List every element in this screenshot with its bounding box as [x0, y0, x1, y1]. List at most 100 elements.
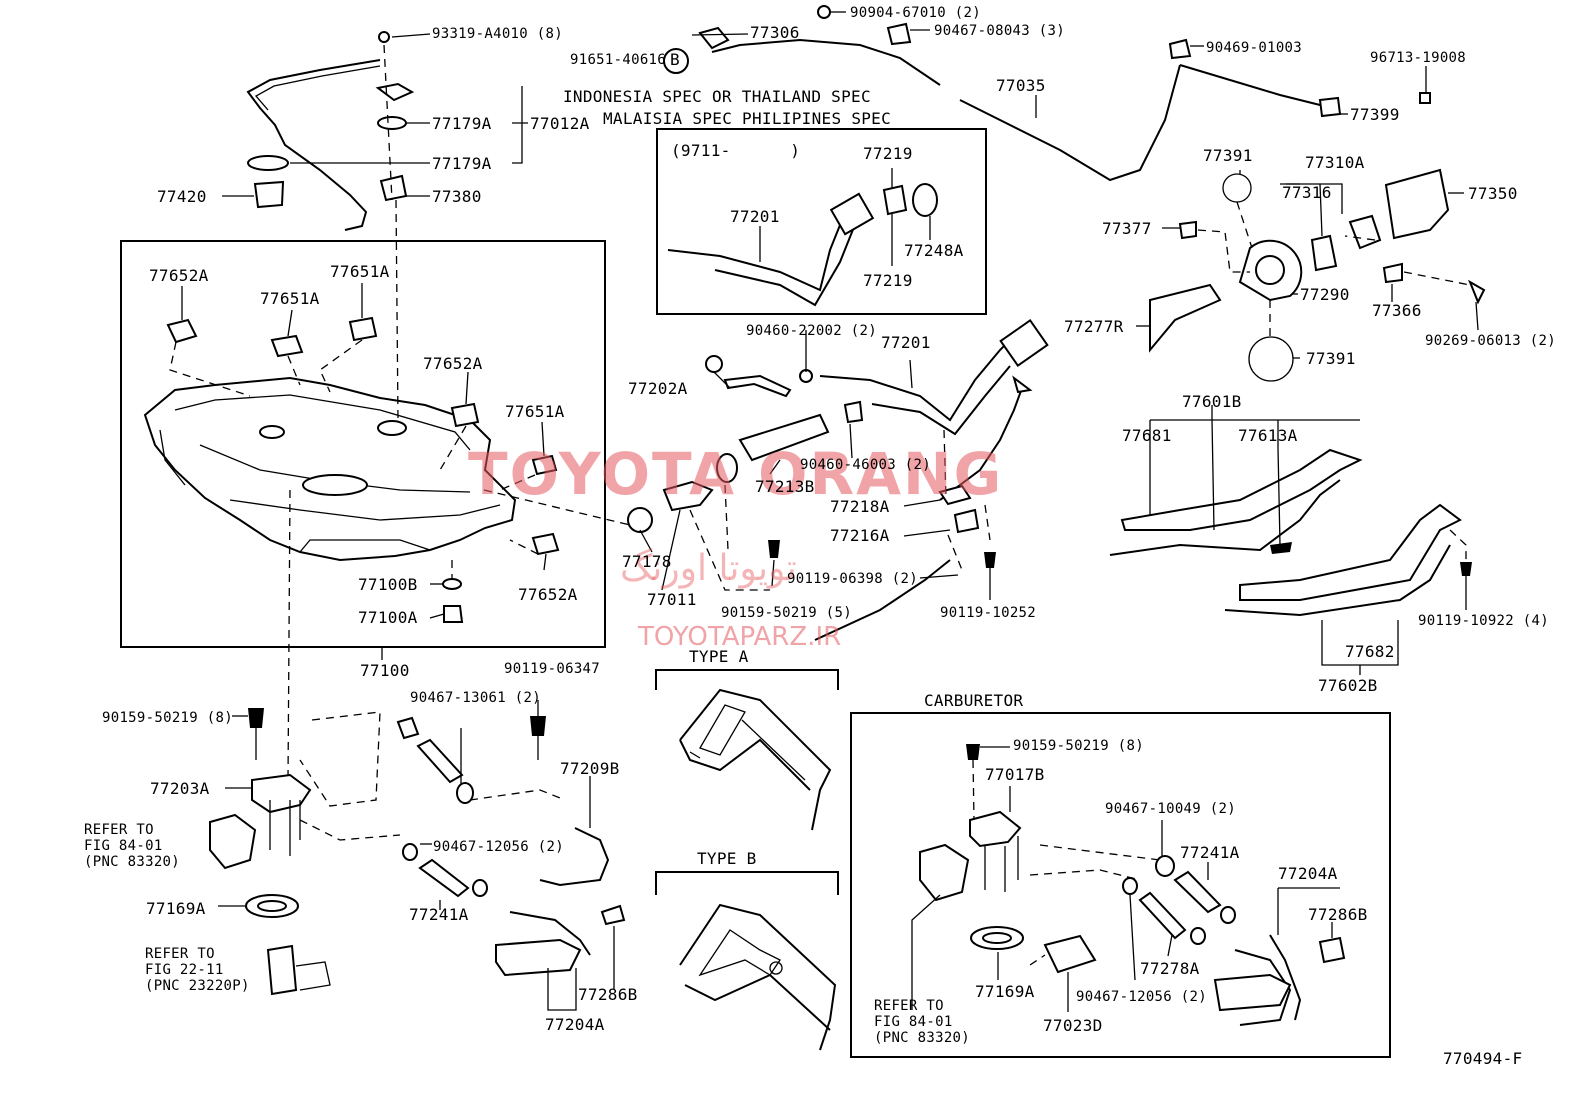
type-a-drawing: [679, 688, 832, 831]
part-label-77391: 77391: [1203, 146, 1253, 165]
part-label-77202a: 77202A: [628, 379, 688, 398]
part-label-77012a: 77012A: [530, 114, 590, 133]
part-label-90159-50219-5: 90159-50219 (5): [721, 605, 852, 621]
part-label-77652a: 77652A: [149, 266, 209, 285]
part-label-77290: 77290: [1300, 285, 1350, 304]
part-label-77613a: 77613A: [1238, 426, 1298, 445]
part-label-77209b: 77209B: [560, 759, 620, 778]
part-label-90159-50219-8: 90159-50219 (8): [1013, 738, 1144, 754]
part-label-90119-06347: 90119-06347: [504, 661, 601, 677]
callout-b-label: B: [670, 50, 680, 69]
part-label-77241a: 77241A: [409, 905, 469, 924]
dashed-leaders: [169, 44, 631, 781]
watermark-main: TOYOTA ORANG: [468, 440, 1004, 508]
part-label-77204a: 77204A: [1278, 864, 1338, 883]
part-label-77169a: 77169A: [146, 899, 206, 918]
fuel-tank-drawing: [143, 376, 517, 562]
part-label-77399: 77399: [1350, 105, 1400, 124]
refer-note-22: REFER TO FIG 22-11 (PNC 23220P): [145, 946, 250, 994]
spec-inset-filler-pipe: [667, 168, 938, 307]
part-label-93319: 93319-A4010 (8): [432, 26, 563, 42]
part-label-77316: 77316: [1282, 183, 1332, 202]
type-b-drawing: [679, 903, 837, 1051]
part-label-91651: 91651-40616: [570, 52, 667, 68]
part-label-77391: 77391: [1306, 349, 1356, 368]
part-label-77278a: 77278A: [1140, 959, 1200, 978]
part-label-77652a: 77652A: [423, 354, 483, 373]
leader-lines: [181, 33, 547, 660]
part-label-77601b: 77601B: [1182, 392, 1242, 411]
part-label-77681: 77681: [1122, 426, 1172, 445]
part-label-77023d: 77023D: [1043, 1016, 1103, 1035]
part-label-77179a: 77179A: [432, 114, 492, 133]
part-label-90467-08043: 90467-08043 (3): [934, 23, 1065, 39]
part-label-77178: 77178: [622, 552, 672, 571]
part-label-77277r: 77277R: [1064, 317, 1124, 336]
part-label-77100b: 77100B: [358, 575, 418, 594]
spec-inset-frame: [656, 128, 987, 315]
watermark-persian: تویوتا اورنگ: [620, 548, 797, 589]
part-label-90467-13061: 90467-13061 (2): [410, 690, 541, 706]
part-label-77216a: 77216A: [830, 526, 890, 545]
part-label-77100a: 77100A: [358, 608, 418, 627]
part-label-77306: 77306: [750, 23, 800, 42]
part-label-90460-46003: 90460-46003 (2): [800, 457, 931, 473]
hoses-left: [396, 700, 626, 1011]
part-label-77219: 77219: [863, 271, 913, 290]
part-label-77366: 77366: [1372, 301, 1422, 320]
part-label-77350: 77350: [1468, 184, 1518, 203]
carburetor-assembly: [911, 744, 1346, 1026]
filler-pipe-assembly: [627, 318, 1049, 641]
part-label-77100: 77100: [360, 661, 410, 680]
part-label-90467-12056: 90467-12056 (2): [1076, 989, 1207, 1005]
figure-code: 770494-F: [1443, 1049, 1523, 1068]
type-b-bracket: [655, 871, 839, 895]
part-label-77248a: 77248A: [904, 241, 964, 260]
part-label-77017b: 77017B: [985, 765, 1045, 784]
callout-b-circle: B: [663, 48, 689, 74]
part-label-90467-10049: 90467-10049 (2): [1105, 801, 1236, 817]
part-label-90904: 90904-67010 (2): [850, 5, 981, 21]
part-label-77213b: 77213B: [755, 477, 815, 496]
part-label-77682: 77682: [1345, 642, 1395, 661]
part-label-77035: 77035: [996, 76, 1046, 95]
part-label-77204a: 77204A: [545, 1015, 605, 1034]
fuel-pump-assembly-left: [209, 708, 561, 996]
part-label-77651a: 77651A: [260, 289, 320, 308]
spec-line-1: INDONESIA SPEC OR THAILAND SPEC: [563, 87, 871, 106]
part-label-77218a: 77218A: [830, 497, 890, 516]
part-label-77602b: 77602B: [1318, 676, 1378, 695]
part-label-77011: 77011: [647, 590, 697, 609]
part-label-77651a: 77651A: [505, 402, 565, 421]
date-range: (9711- ): [671, 141, 801, 160]
vent-tube-assembly: [246, 31, 415, 231]
part-label-77203a: 77203A: [150, 779, 210, 798]
watermark-site: TOYOTAPARZ.IR: [638, 622, 842, 652]
part-label-90469: 90469-01003: [1206, 40, 1303, 56]
part-label-77241a: 77241A: [1180, 843, 1240, 862]
part-label-77201: 77201: [730, 207, 780, 226]
part-label-77286b: 77286B: [578, 985, 638, 1004]
part-label-77377: 77377: [1102, 219, 1152, 238]
fuel-tank-frame: [120, 240, 606, 648]
part-label-77169a: 77169A: [975, 982, 1035, 1001]
release-cable: [691, 5, 1431, 182]
part-label-96713: 96713-19008: [1370, 50, 1467, 66]
part-label-77651a: 77651A: [330, 262, 390, 281]
part-label-77420: 77420: [157, 187, 207, 206]
part-label-77310a: 77310A: [1305, 153, 1365, 172]
spec-line-2: MALAISIA SPEC PHILIPINES SPEC: [603, 109, 892, 128]
part-label-90159-50219-8: 90159-50219 (8): [102, 710, 233, 726]
type-b-title: TYPE B: [697, 849, 757, 868]
part-label-90119-06398: 90119-06398 (2): [787, 571, 918, 587]
part-label-77201: 77201: [881, 333, 931, 352]
type-a-bracket: [655, 669, 839, 690]
part-label-90467-12056: 90467-12056 (2): [433, 839, 564, 855]
part-label-90119-10252: 90119-10252: [940, 605, 1037, 621]
part-label-77219: 77219: [863, 144, 913, 163]
type-a-title: TYPE A: [689, 647, 749, 666]
part-label-77652a: 77652A: [518, 585, 578, 604]
part-label-90460-22002: 90460-22002 (2): [746, 323, 877, 339]
